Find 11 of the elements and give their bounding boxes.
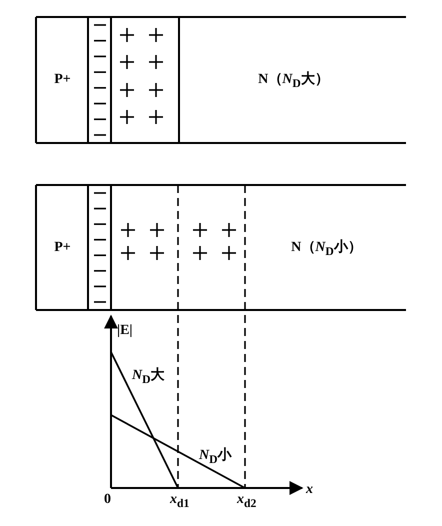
tick-label: x$_{d2}$	[237, 492, 256, 510]
tick-label: x$_{d1}$	[170, 492, 190, 510]
region-label: N（N$_{D}$大）	[258, 70, 329, 90]
axis-label: |E|	[117, 323, 133, 339]
region-label: N（N$_{D}$小）	[291, 238, 362, 258]
axis-label: x	[306, 482, 313, 498]
region-label: P+	[54, 240, 71, 256]
curve-label: N$_{D}$小	[199, 446, 232, 466]
region-label: P+	[54, 72, 71, 88]
tick-label: 0	[104, 492, 111, 508]
curve-label: N$_{D}$大	[132, 366, 165, 386]
